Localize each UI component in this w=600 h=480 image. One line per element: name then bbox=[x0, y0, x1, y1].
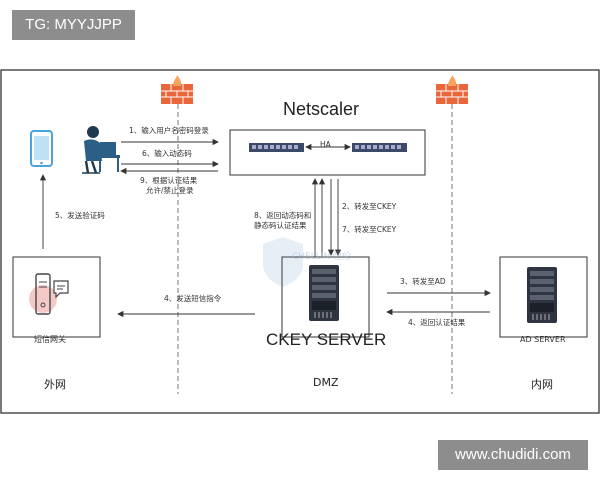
ckey-server-title: CKEY SERVER bbox=[266, 330, 387, 349]
step-4-ad-label: 4、返回认证结果 bbox=[408, 318, 466, 327]
step-8-label-line2: 静态码认证结果 bbox=[254, 221, 307, 230]
step-6-label: 6、输入动态码 bbox=[142, 149, 192, 158]
step-9-label-line1: 9、根据认证结果 bbox=[140, 176, 198, 185]
step-8-label-line1: 8、返回动态码和 bbox=[254, 211, 312, 220]
watermark-text: CHELLIN 恒伦 bbox=[292, 252, 352, 262]
step-3-label: 3、转发至AD bbox=[400, 277, 446, 286]
step-5-label: 5、发送验证码 bbox=[55, 211, 105, 220]
diagram-frame: Netscaler HA 1、输入用户名密码登录 6、输入动态码 9、根据认证结… bbox=[0, 69, 600, 414]
sms-gateway-label: 短信网关 bbox=[34, 335, 66, 344]
zone-label-outer: 外网 bbox=[44, 378, 66, 391]
zone-label-dmz: DMZ bbox=[313, 376, 339, 389]
step-2-label: 2、转发至CKEY bbox=[342, 202, 397, 211]
step-7-label: 7、转发至CKEY bbox=[342, 225, 397, 234]
step-1-label: 1、输入用户名密码登录 bbox=[129, 126, 209, 135]
diagram-canvas bbox=[0, 69, 600, 414]
user-at-computer-icon bbox=[82, 126, 120, 174]
netscaler-box bbox=[229, 129, 426, 176]
ckey-server-icon bbox=[309, 265, 339, 321]
watermark-shield-icon bbox=[263, 237, 303, 287]
sms-gateway-icon bbox=[29, 273, 69, 315]
netscaler-title: Netscaler bbox=[283, 99, 360, 119]
firewall-icon-left bbox=[161, 75, 193, 104]
zone-label-inner: 内网 bbox=[531, 378, 553, 391]
step-4-sms-label: 4、发送短信指令 bbox=[164, 294, 222, 303]
firewall-icon-right bbox=[436, 75, 468, 104]
ha-label: HA bbox=[320, 140, 331, 149]
ad-server-label: AD SERVER bbox=[520, 335, 566, 344]
netscaler-switch-left bbox=[249, 143, 304, 152]
phone-icon bbox=[30, 130, 53, 167]
diagram-border bbox=[0, 69, 600, 414]
source-tag-top-left: TG: MYYJJPP bbox=[12, 10, 135, 40]
ad-server-icon bbox=[527, 267, 557, 323]
netscaler-switch-right bbox=[352, 143, 407, 152]
step-9-label-line2: 允许/禁止登录 bbox=[146, 186, 194, 195]
source-tag-bottom-right: www.chudidi.com bbox=[438, 440, 588, 470]
